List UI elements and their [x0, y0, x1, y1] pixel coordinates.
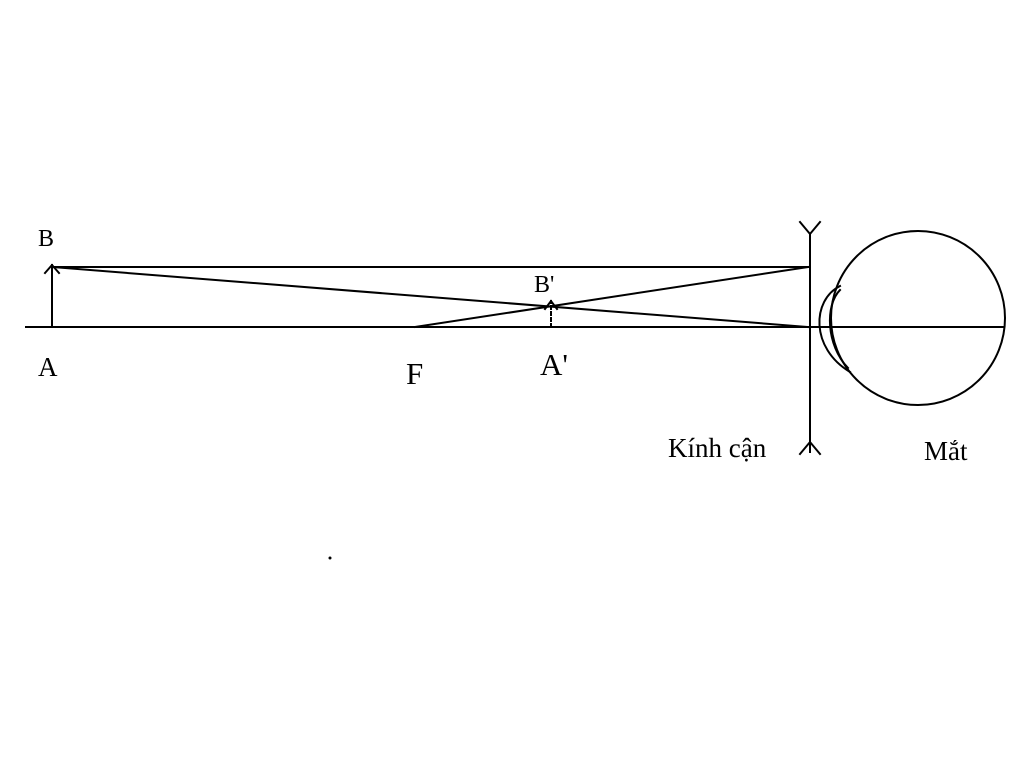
label-a: A: [38, 352, 58, 382]
eye-lens: [829, 288, 850, 370]
label-eye: Mắt: [924, 436, 968, 466]
label-a-prime: A': [540, 347, 568, 382]
eye-icon: [830, 230, 1006, 406]
ray-through-center: [50, 265, 810, 329]
ray-extension-focus: [413, 265, 810, 329]
object-arrow-head: [43, 263, 61, 275]
label-b: B: [38, 226, 54, 252]
lens-top-mark: [798, 220, 822, 236]
label-b-prime: B': [534, 272, 554, 298]
stray-dot: [328, 556, 332, 560]
label-f: F: [406, 356, 423, 391]
label-lens: Kính cận: [668, 433, 767, 463]
image-arrow-head: [543, 299, 559, 311]
lens-bottom-mark: [798, 440, 822, 456]
eye-cornea: [818, 284, 852, 374]
